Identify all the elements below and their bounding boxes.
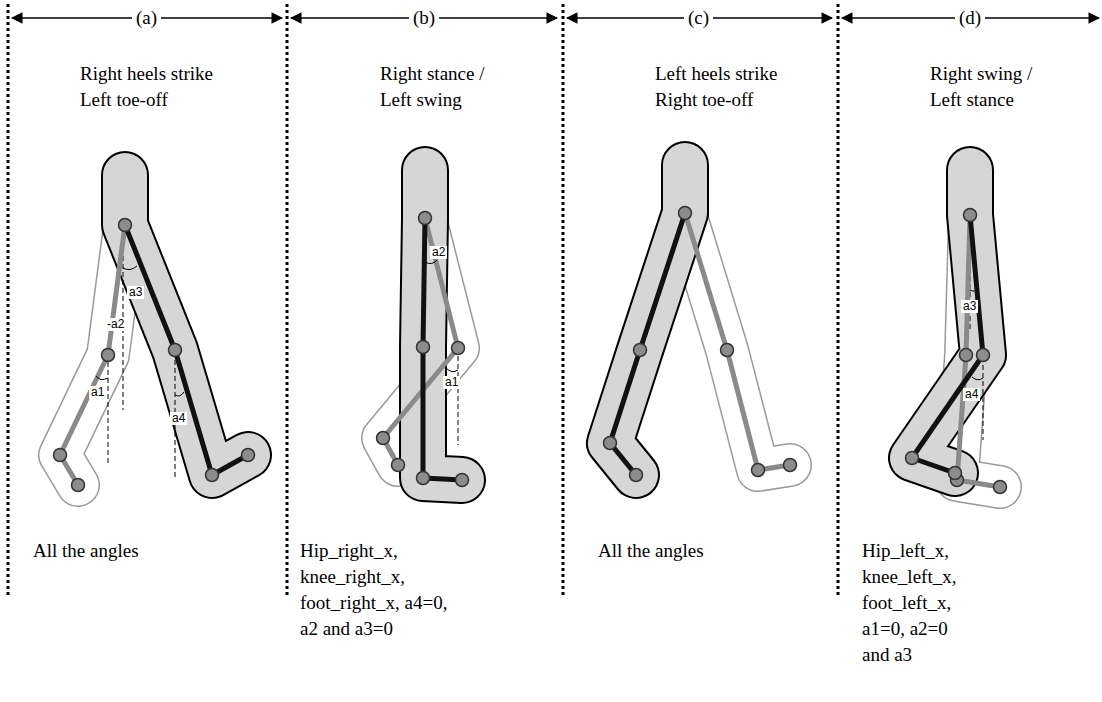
phase-text: Right toe-off [655, 89, 753, 111]
phase-text: Left stance [930, 89, 1014, 111]
panel-separator [8, 4, 838, 595]
phase-text: knee_right_x, [300, 566, 405, 588]
phase-text: a1=0, a2=0 [862, 618, 948, 640]
angle-label: -a2 [105, 318, 126, 331]
panel-header: (a) [132, 7, 161, 29]
phase-text: knee_left_x, [862, 566, 956, 588]
reference-line [108, 228, 983, 478]
panel-header: (c) [684, 7, 713, 29]
angle-label: a2 [430, 246, 447, 259]
phase-text: Left heels strike [655, 63, 777, 85]
phase-text: Left toe-off [80, 89, 168, 111]
angle-label: a3 [127, 286, 144, 299]
angle-label: a4 [170, 412, 187, 425]
phase-text: Right stance / [380, 63, 484, 85]
panel-header: (d) [955, 7, 985, 29]
header-arrow [12, 17, 1099, 18]
phase-text: Right heels strike [80, 63, 213, 85]
phase-text: All the angles [598, 540, 704, 562]
angle-label: a4 [963, 388, 980, 401]
phase-text: Hip_right_x, [300, 540, 398, 562]
phase-text: Right swing / [930, 63, 1032, 85]
phase-text: foot_left_x, [862, 592, 951, 614]
panel-header: (b) [409, 7, 439, 29]
phase-text: foot_right_x, a4=0, [300, 592, 447, 614]
leg-skeleton [60, 213, 1000, 487]
joint-marker [54, 207, 1007, 494]
angle-arc [96, 260, 983, 396]
phase-text: a2 and a3=0 [300, 618, 393, 640]
angle-label: a1 [89, 386, 106, 399]
phase-text: Left swing [380, 89, 462, 111]
phase-text: All the angles [33, 540, 139, 562]
angle-label: a3 [961, 300, 978, 313]
angle-label: a1 [443, 376, 460, 389]
phase-text: and a3 [862, 644, 912, 666]
phase-text: Hip_left_x, [862, 540, 949, 562]
